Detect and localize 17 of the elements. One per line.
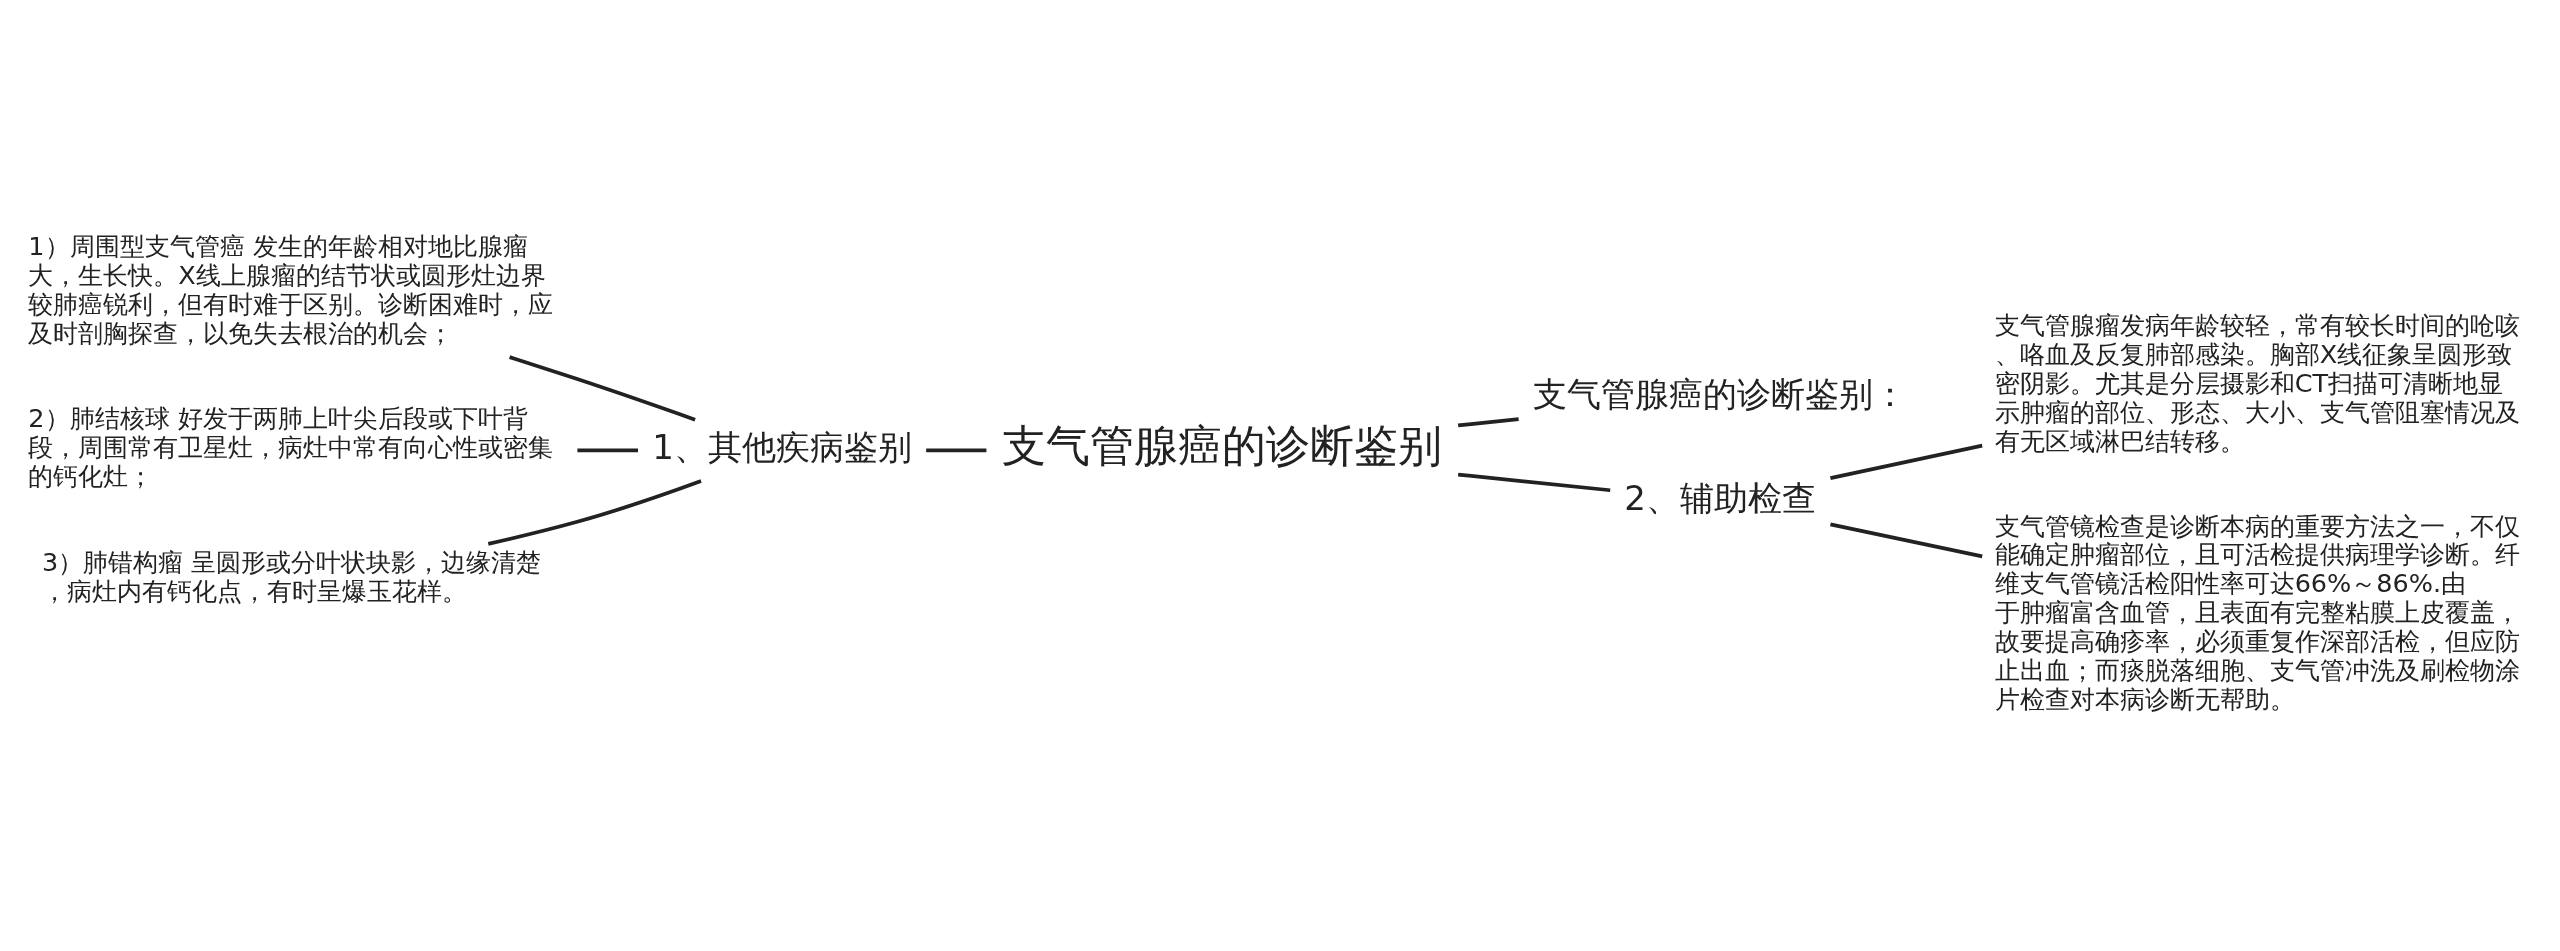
connector [577,448,639,453]
connector [509,355,696,422]
node-text: 1）周围型支气管癌 发生的年龄相对地比腺瘤大，生长快。X线上腺瘤的结节状或圆形灶边界较肺癌锐利，但有时难于区别。诊断困难时，应及时剖胸探查，以免失去根治的机会； [28,230,554,348]
node-text: 1、其他疾病鉴别 [652,426,912,467]
connector [1457,417,1519,428]
node-text: 支气管腺癌的诊断鉴别 [1002,420,1443,472]
connector [926,448,987,453]
connector [487,479,702,546]
node-text: 支气管镜检查是诊断本病的重要方法之一，不仅能确定肿瘤部位，且可活检提供病理学诊断。纤维支气管镜活检阳性率可达66%～86%.由于肿瘤富含血管，且表面有完整粘膜上皮覆盖，故要提高确疹率，必须重复作深部活检，但应防止出血；而痰脱落细胞、支气管冲洗及刷检物涂片检查对本病诊断无帮助。 [1994,510,2520,714]
node-text: 支气管腺癌的诊断鉴别： [1533,374,1908,415]
connector [1457,472,1611,493]
connector [1830,443,1983,480]
connector [1830,522,1983,559]
node-text: 支气管腺瘤发病年龄较轻，常有较长时间的呛咳、咯血及反复肺部感染。胸部X线征象呈圆形致密阴影。尤其是分层摄影和CT扫描可清晰地显示肿瘤的部位、形态、大小、支气管阻塞情况及有无区域淋巴结转移。 [1994,310,2520,456]
node-text: 2、辅助检查 [1624,477,1816,518]
node-text: 3）肺错构瘤 呈圆形或分叶状块影，边缘清楚，病灶内有钙化点，有时呈爆玉花样。 [41,547,542,606]
node-text: 2）肺结核球 好发于两肺上叶尖后段或下叶背段，周围常有卫星灶，病灶中常有向心性或密集的钙化灶； [28,403,554,492]
